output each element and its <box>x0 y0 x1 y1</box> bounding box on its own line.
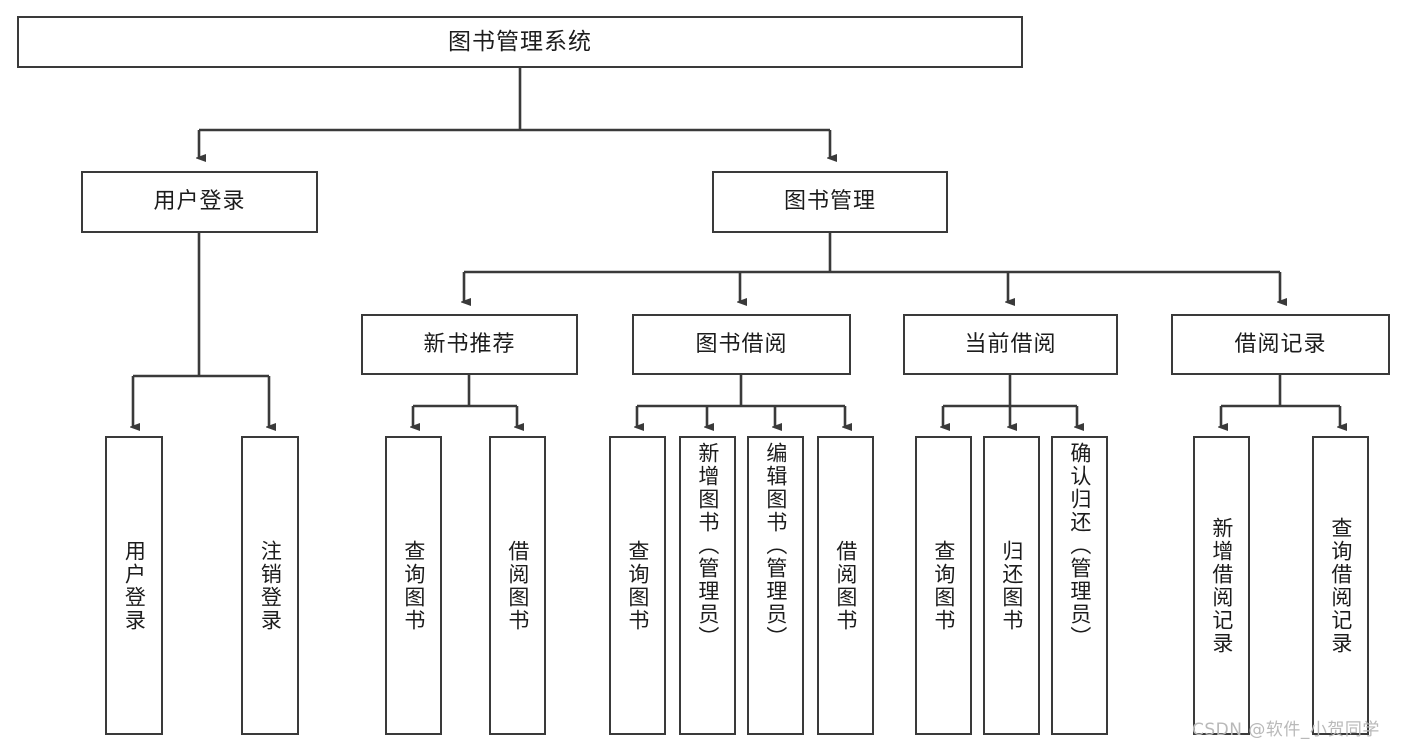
node-user-login[interactable]: 用户登录 <box>81 171 318 233</box>
node-book-manage[interactable]: 图书管理 <box>712 171 948 233</box>
node-root[interactable]: 图书管理系统 <box>17 16 1023 68</box>
leaf-add-record-label: 新增借阅记录 <box>1209 516 1234 655</box>
leaf-confirm-return-label: 确认归还（管理员） <box>1067 442 1092 649</box>
csdn-watermark: CSDN @软件_小贺同学 <box>1192 720 1380 740</box>
node-new-book-rec[interactable]: 新书推荐 <box>361 314 578 375</box>
leaf-query-book-3[interactable]: 查询图书 <box>915 436 972 735</box>
leaf-add-record[interactable]: 新增借阅记录 <box>1193 436 1250 735</box>
leaf-query-book-1[interactable]: 查询图书 <box>385 436 442 735</box>
node-root-label: 图书管理系统 <box>448 28 592 55</box>
leaf-borrow-book-2[interactable]: 借阅图书 <box>817 436 874 735</box>
leaf-query-book-1-label: 查询图书 <box>401 539 426 632</box>
leaf-query-book-3-label: 查询图书 <box>931 539 956 632</box>
leaf-user-login-label: 用户登录 <box>122 539 147 632</box>
leaf-borrow-book-2-label: 借阅图书 <box>833 539 858 632</box>
node-user-login-label: 用户登录 <box>153 189 246 214</box>
leaf-borrow-book-1[interactable]: 借阅图书 <box>489 436 546 735</box>
leaf-edit-book-label: 编辑图书（管理员） <box>763 442 788 649</box>
node-current-borrow[interactable]: 当前借阅 <box>903 314 1118 375</box>
leaf-logout-login-label: 注销登录 <box>258 539 283 632</box>
leaf-return-book[interactable]: 归还图书 <box>983 436 1040 735</box>
leaf-add-book-label: 新增图书（管理员） <box>695 442 720 649</box>
leaf-borrow-book-1-label: 借阅图书 <box>505 539 530 632</box>
node-borrow-record[interactable]: 借阅记录 <box>1171 314 1390 375</box>
leaf-query-record-label: 查询借阅记录 <box>1328 516 1353 655</box>
leaf-query-book-2-label: 查询图书 <box>625 539 650 632</box>
leaf-user-login[interactable]: 用户登录 <box>105 436 163 735</box>
leaf-logout-login[interactable]: 注销登录 <box>241 436 299 735</box>
node-current-borrow-label: 当前借阅 <box>964 331 1057 357</box>
leaf-confirm-return[interactable]: 确认归还（管理员） <box>1051 436 1108 735</box>
leaf-query-record[interactable]: 查询借阅记录 <box>1312 436 1369 735</box>
node-book-borrow-label: 图书借阅 <box>695 331 788 357</box>
node-borrow-record-label: 借阅记录 <box>1234 331 1327 357</box>
leaf-return-book-label: 归还图书 <box>999 539 1024 632</box>
node-new-book-rec-label: 新书推荐 <box>423 331 516 357</box>
node-book-borrow[interactable]: 图书借阅 <box>632 314 851 375</box>
node-book-manage-label: 图书管理 <box>783 189 876 214</box>
leaf-add-book[interactable]: 新增图书（管理员） <box>679 436 736 735</box>
leaf-query-book-2[interactable]: 查询图书 <box>609 436 666 735</box>
leaf-edit-book[interactable]: 编辑图书（管理员） <box>747 436 804 735</box>
